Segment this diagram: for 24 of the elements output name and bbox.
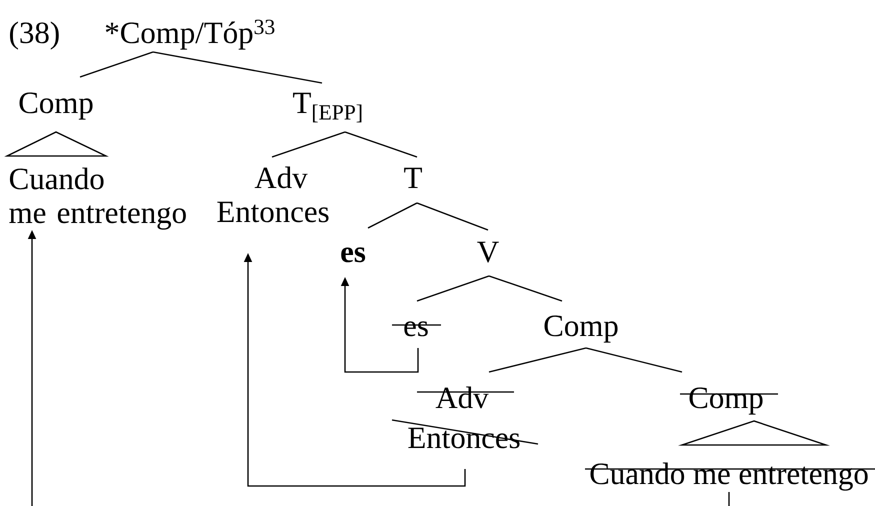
branch-line bbox=[80, 51, 154, 78]
tree-label: Cuando me entretengo bbox=[9, 168, 186, 230]
branch-line bbox=[416, 202, 488, 231]
branch-line bbox=[272, 131, 346, 158]
tree-label: Comp bbox=[544, 316, 618, 343]
tree-label: T$_{[EPP]}$ bbox=[293, 92, 362, 122]
tree-label: Comp bbox=[20, 92, 93, 120]
struck-word: Entonces bbox=[392, 419, 538, 448]
struck-word: Adv bbox=[417, 386, 514, 408]
tree-label: *Comp/Tóp$^{33}$ bbox=[106, 20, 274, 50]
branch-line bbox=[488, 275, 562, 302]
tree-label: Entonces bbox=[217, 202, 329, 222]
branch-line bbox=[368, 202, 418, 229]
tree-label: V bbox=[477, 242, 499, 262]
tree-label: T bbox=[404, 168, 422, 188]
branch-line bbox=[152, 51, 322, 84]
example-number: (38) bbox=[10, 22, 59, 50]
branch-line bbox=[344, 131, 418, 158]
branch-line bbox=[488, 347, 586, 373]
tree-label: Adv bbox=[254, 166, 308, 188]
branch-line bbox=[586, 347, 682, 373]
branch-line bbox=[416, 275, 490, 302]
movement-line bbox=[728, 492, 730, 506]
tree-label: es bbox=[341, 247, 366, 262]
